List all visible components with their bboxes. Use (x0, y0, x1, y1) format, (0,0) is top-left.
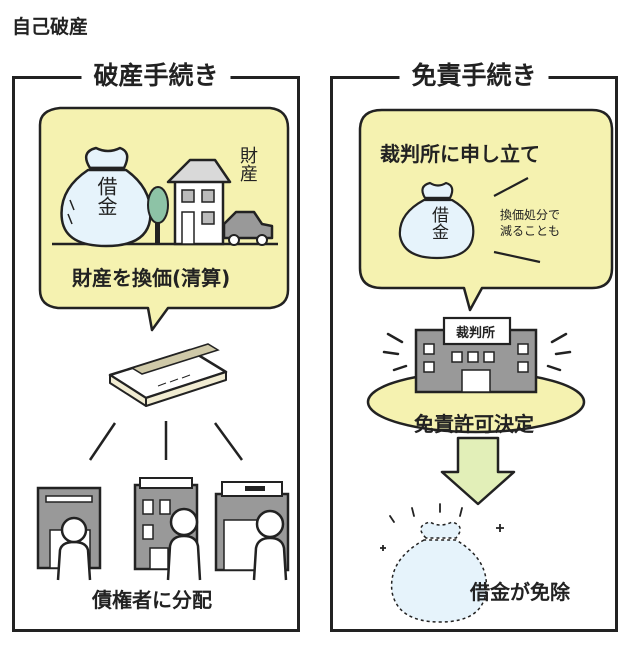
tree-icon (147, 186, 169, 244)
discharge-panel: 免責手続き (330, 59, 618, 632)
creditor-person-icon (252, 509, 288, 581)
petition-text: 裁判所に申し立て (380, 142, 540, 166)
court-building-icon (366, 316, 586, 434)
money-bag-label: 借金 (428, 206, 448, 240)
assets-label: 財産 (237, 146, 258, 182)
vanishing-money-bag-icon (380, 503, 504, 623)
down-arrow-icon (440, 436, 516, 506)
bankruptcy-panel: 破産手続き (12, 59, 300, 632)
money-bag-icon (398, 181, 475, 260)
bankruptcy-panel-title: 破産手続き (81, 59, 231, 93)
creditor-distribution-text: 債権者に分配 (92, 588, 212, 612)
petition-speech-bubble (358, 108, 614, 312)
money-bag-icon (60, 146, 152, 248)
debt-exempted-text: 借金が免除 (470, 580, 570, 604)
court-sign: 裁判所 (456, 326, 496, 341)
page-title: 自己破産 (12, 16, 89, 38)
side-note-line1: 換価処分で (500, 208, 561, 222)
side-note-line2: 減ることも (500, 224, 561, 238)
car-icon (222, 210, 274, 246)
creditor-person-icon (56, 516, 92, 581)
creditor-person-icon (166, 507, 202, 581)
cash-stack-icon (108, 343, 228, 407)
assets-liquidation-text: 財産を換価(清算) (72, 266, 231, 290)
house-icon (166, 158, 232, 246)
discharge-panel-title: 免責手続き (399, 59, 549, 93)
discharge-decision-text: 免責許可決定 (414, 412, 534, 436)
money-bag-label: 借金 (94, 176, 118, 216)
